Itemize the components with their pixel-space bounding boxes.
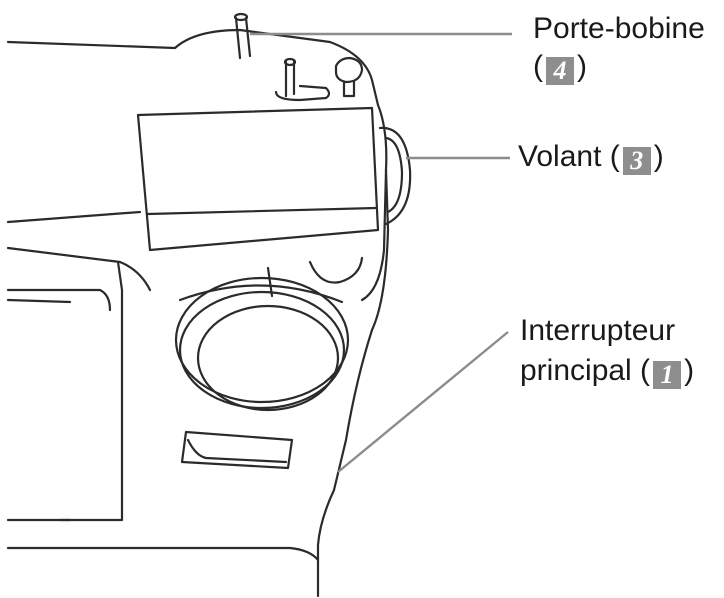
callout-spool-line2: (4): [533, 50, 587, 85]
machine-base: [6, 546, 320, 562]
dial-outer: [174, 276, 350, 404]
dial-indicator: [266, 266, 274, 298]
callout-handwheel: Volant (3): [518, 140, 664, 175]
bobbin-winder: [334, 56, 364, 98]
top-cover: [136, 106, 380, 252]
number-badge-1: 1: [653, 361, 682, 389]
dial-inner: [196, 304, 340, 412]
machine-arm-lines: [6, 210, 142, 224]
callout-switch-line2: principal (1): [520, 354, 695, 389]
leader-switch: [337, 331, 509, 473]
number-badge-3: 3: [622, 147, 651, 175]
machine-body-right-edge: [316, 168, 390, 598]
machine-arm-top-edge: [6, 28, 388, 302]
callout-switch-line1: Interrupteur: [520, 314, 676, 347]
number-badge-4: 4: [546, 57, 574, 85]
spool-pin-horizontal: [284, 60, 296, 98]
spool-pin-vertical: [234, 16, 252, 60]
handwheel: [378, 126, 412, 226]
callout-spool-line1: Porte-bobine: [533, 12, 705, 45]
main-switch: [180, 430, 294, 470]
machine-column-edge: [58, 260, 124, 522]
